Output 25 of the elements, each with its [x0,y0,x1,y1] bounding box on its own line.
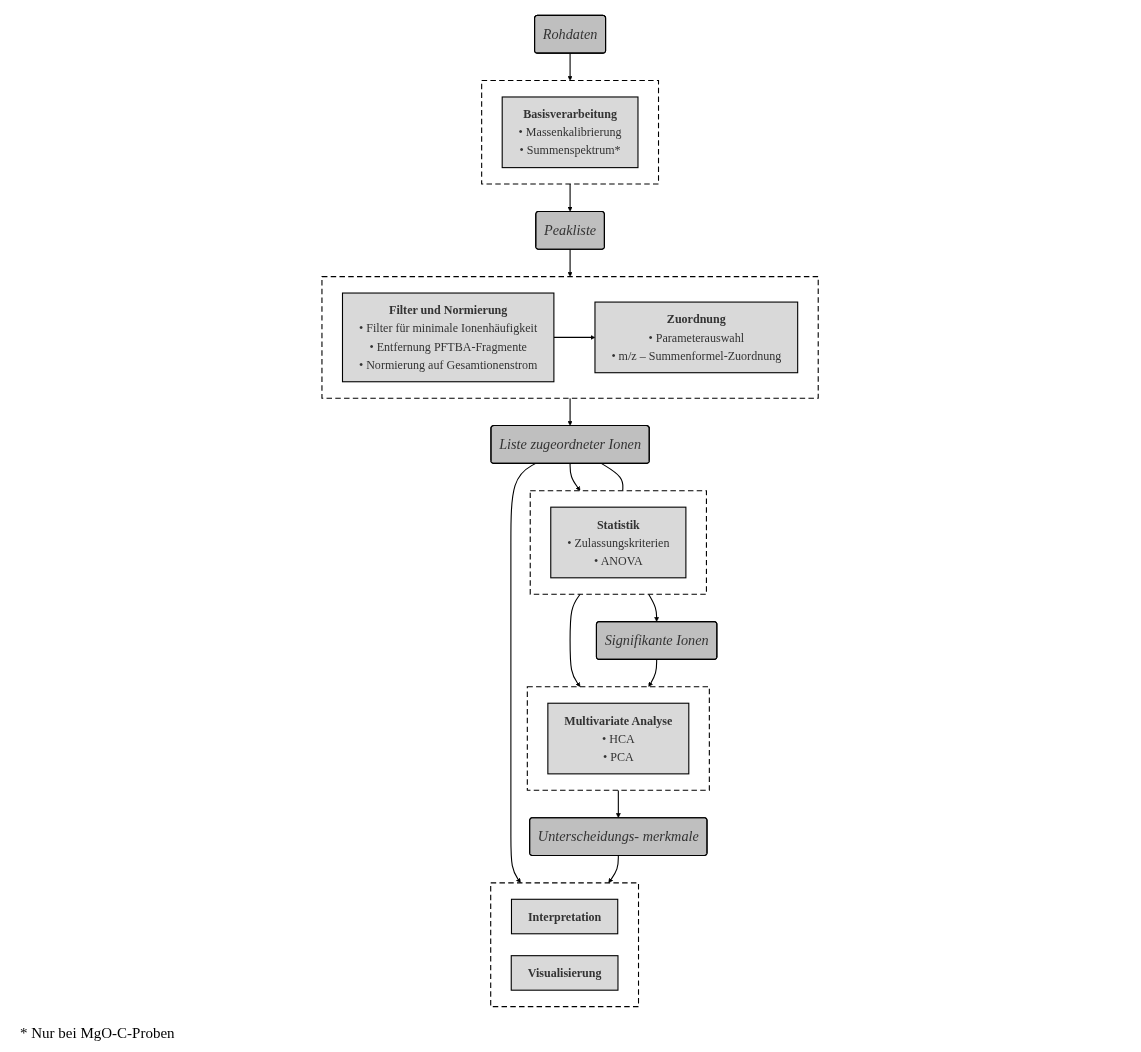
arrow [648,593,660,622]
cluster [527,685,711,791]
arrow [569,462,581,491]
cluster [530,489,708,595]
node-box: Filter und Normierung • Filter für minimale Ionenhäufigkeit • Entfernung PFTBA-Fragmente • Normierung auf Gesamtionenstrom [342,292,555,382]
arrow [510,462,537,883]
node-box: Statistik • Zulassungskriterien • ANOVA [550,506,687,578]
connector [601,462,624,491]
arrow [568,52,573,81]
arrow [568,183,573,212]
arrow [648,658,658,687]
cluster [490,881,640,1007]
node-box: Zuordnung • Parameterauswahl • m/z – Summenformel-Zuordnung [594,301,799,373]
footnote: * Nur bei MgO-C-Proben [20,1025,175,1042]
node-box: Visualisierung [511,954,619,991]
node-box: Multivariate Analyse • HCA • PCA [547,702,690,774]
arrow [568,248,573,277]
cluster [321,275,820,399]
arrow [616,789,622,818]
arrow [569,593,582,687]
node-box: Basisverarbeitung • Massenkalibrierung • Summenspektrum* [502,95,639,168]
cluster [481,79,660,185]
arrow [568,397,573,426]
arrow [608,854,620,883]
node-box: Interpretation [511,898,619,934]
